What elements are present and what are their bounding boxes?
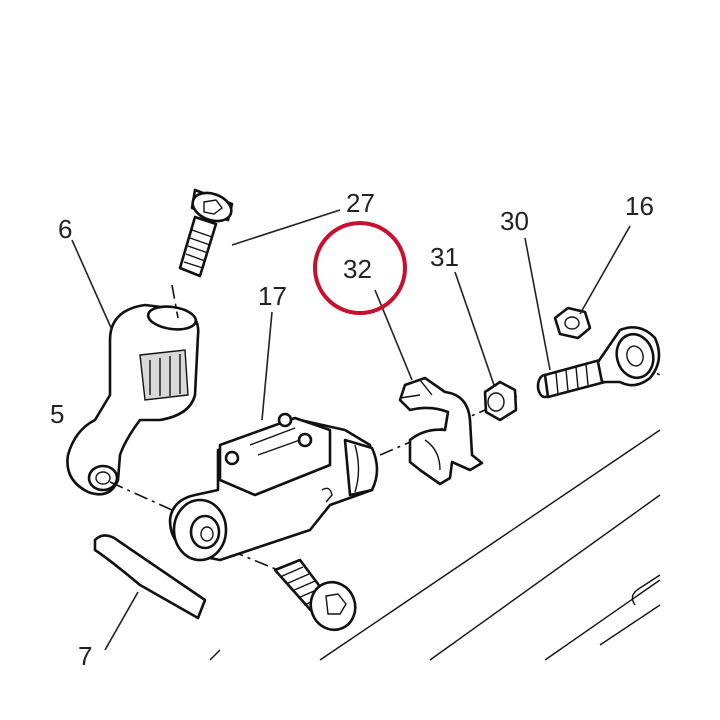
nut-31[interactable] [483, 380, 518, 422]
label-5: 5 [50, 399, 64, 429]
axis-bolt27 [171, 284, 179, 319]
label-30: 30 [500, 206, 529, 236]
rod-30[interactable] [536, 326, 661, 399]
label-7: 7 [78, 641, 92, 671]
highlight-circle-32 [313, 221, 407, 315]
nut-16[interactable] [553, 306, 592, 340]
lever-arm-6[interactable] [66, 303, 200, 496]
label-16: 16 [625, 191, 654, 221]
leader-lines [71, 209, 631, 651]
master-cylinder-17[interactable] [168, 412, 379, 562]
screw-lower[interactable] [273, 558, 362, 636]
axis-lower [109, 481, 173, 511]
label-31: 31 [430, 242, 459, 272]
base-frame [209, 429, 661, 661]
label-32: 32 [343, 254, 372, 284]
clip-32[interactable] [398, 376, 484, 486]
bolt-27[interactable] [178, 188, 235, 278]
label-27: 27 [346, 188, 375, 218]
label-6: 6 [58, 214, 72, 244]
label-17: 17 [258, 281, 287, 311]
seal-7[interactable] [93, 534, 207, 620]
